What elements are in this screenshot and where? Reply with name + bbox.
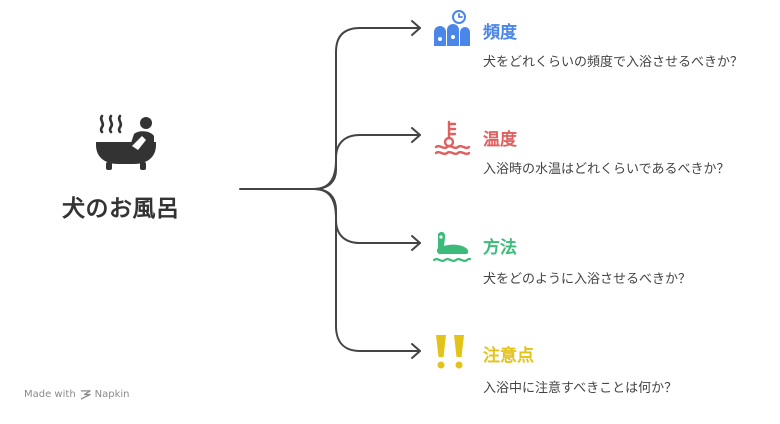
branch-title-method: 方法 (483, 238, 517, 258)
napkin-logo-icon (80, 390, 91, 400)
double-exclamation-icon (436, 335, 464, 369)
arrowhead-4 (411, 343, 421, 359)
thermometer-water-icon (434, 120, 471, 156)
dog-swimming-icon (432, 231, 472, 262)
center-title: 犬のお風呂 (62, 196, 180, 222)
napkin-brand-label: Napkin (94, 389, 130, 400)
branch-title-cautions: 注意点 (483, 346, 534, 366)
branch-desc-frequency: 犬をどれくらいの頻度で入浴させるべきか？ (483, 55, 744, 70)
arrowhead-2 (411, 127, 421, 143)
connector-branch-1 (313, 27, 421, 190)
arrowhead-1 (411, 20, 421, 36)
branch-desc-temperature: 入浴時の水温はどれくらいであるべきか？ (483, 162, 730, 177)
frequency-icon (434, 10, 470, 46)
connector-branch-4 (313, 188, 421, 352)
branch-desc-method: 犬をどのように入浴させるべきか？ (483, 272, 692, 287)
made-with-label: Made with (24, 389, 76, 400)
branch-title-frequency: 頻度 (483, 23, 517, 43)
branch-desc-cautions: 入浴中に注意すべきことは何か？ (483, 381, 678, 396)
footer-attribution: Made with Napkin (24, 389, 130, 400)
branch-title-temperature: 温度 (483, 130, 517, 150)
dog-bath-icon (96, 114, 156, 170)
arrowhead-3 (411, 235, 421, 251)
connector-branch-2 (313, 134, 421, 190)
